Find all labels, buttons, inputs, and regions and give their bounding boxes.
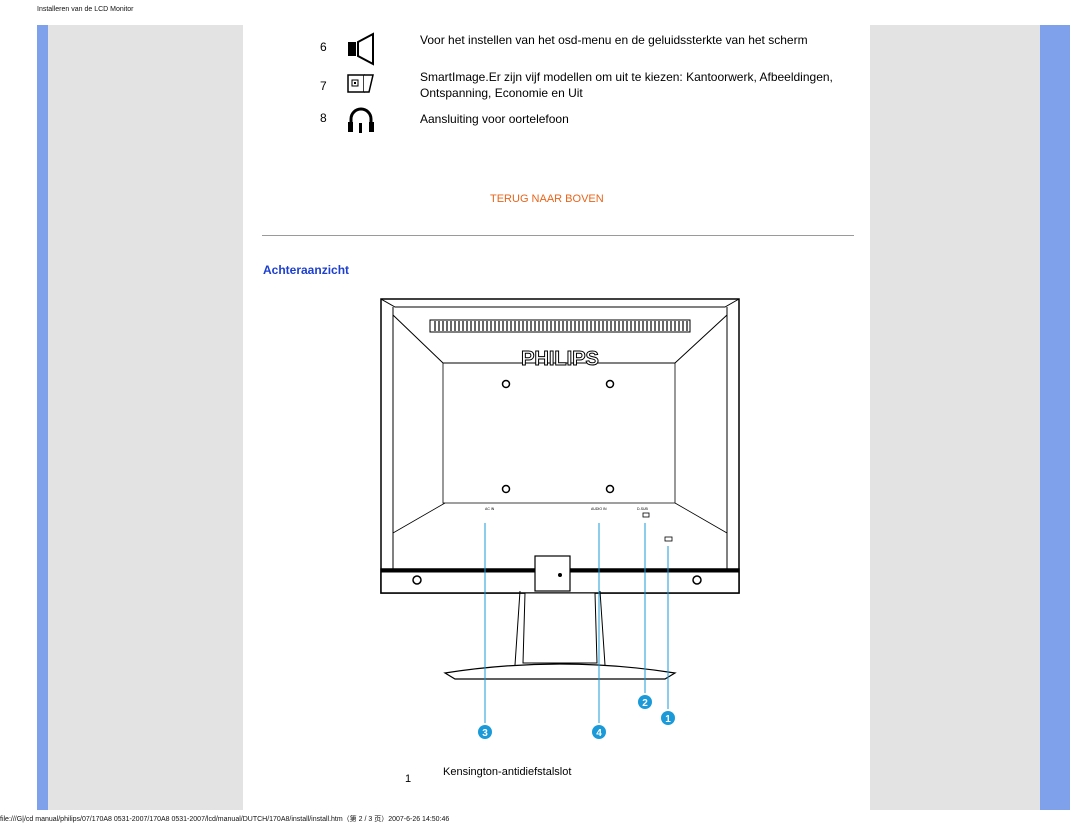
callout-marker-2 [638,695,652,709]
control-row-8: 8 Aansluiting voor oortelefoon [300,105,860,139]
speaker-icon [345,32,377,71]
control-row-7: 7 SmartImage.Er zijn vijf modellen om ui… [300,69,860,105]
right-accent-strip [1040,25,1070,810]
page-footer-path: file:///G|/cd manual/philips/07/170A8 05… [0,816,450,823]
control-number: 6 [320,40,327,54]
section-title: Achteraanzicht [263,263,350,277]
monitor-rear-diagram: PHILIPS AC IN AUDIO IN D-SUB 2 1 3 4 [380,298,740,739]
page-header-title: Installeren van de LCD Monitor [37,6,134,13]
control-row-6: 6 Voor het instellen van het osd-menu en… [300,32,860,68]
callout-label-2: 2 [642,698,648,709]
callout-label-3: 3 [482,728,488,739]
smartimage-icon [345,73,375,100]
callout-marker-3 [478,725,492,739]
callout-label-1: 1 [665,714,671,725]
brand-logo: PHILIPS [521,348,599,370]
callout-marker-4 [592,725,606,739]
headphones-icon [345,105,377,140]
control-description: Voor het instellen van het osd-menu en d… [420,33,808,47]
control-description: Aansluiting voor oortelefoon [420,112,569,126]
callout-label-4: 4 [596,728,602,739]
section-divider [262,235,854,236]
control-number: 8 [320,111,327,125]
left-accent-strip [37,25,48,810]
port-label-ac-in: AC IN [485,507,495,511]
caption-text: Kensington-antidiefstalslot [443,766,572,778]
control-number: 7 [320,79,327,93]
port-label-audio-in: AUDIO IN [591,507,607,511]
callout-marker-1 [661,711,675,725]
caption-number: 1 [405,773,412,785]
right-side-panel [870,25,1040,810]
port-label-d-sub: D-SUB [637,507,649,511]
left-side-panel [48,25,243,810]
back-to-top-link[interactable]: TERUG NAAR BOVEN [490,193,604,205]
control-description: SmartImage.Er zijn vijf modellen om uit … [420,70,833,100]
